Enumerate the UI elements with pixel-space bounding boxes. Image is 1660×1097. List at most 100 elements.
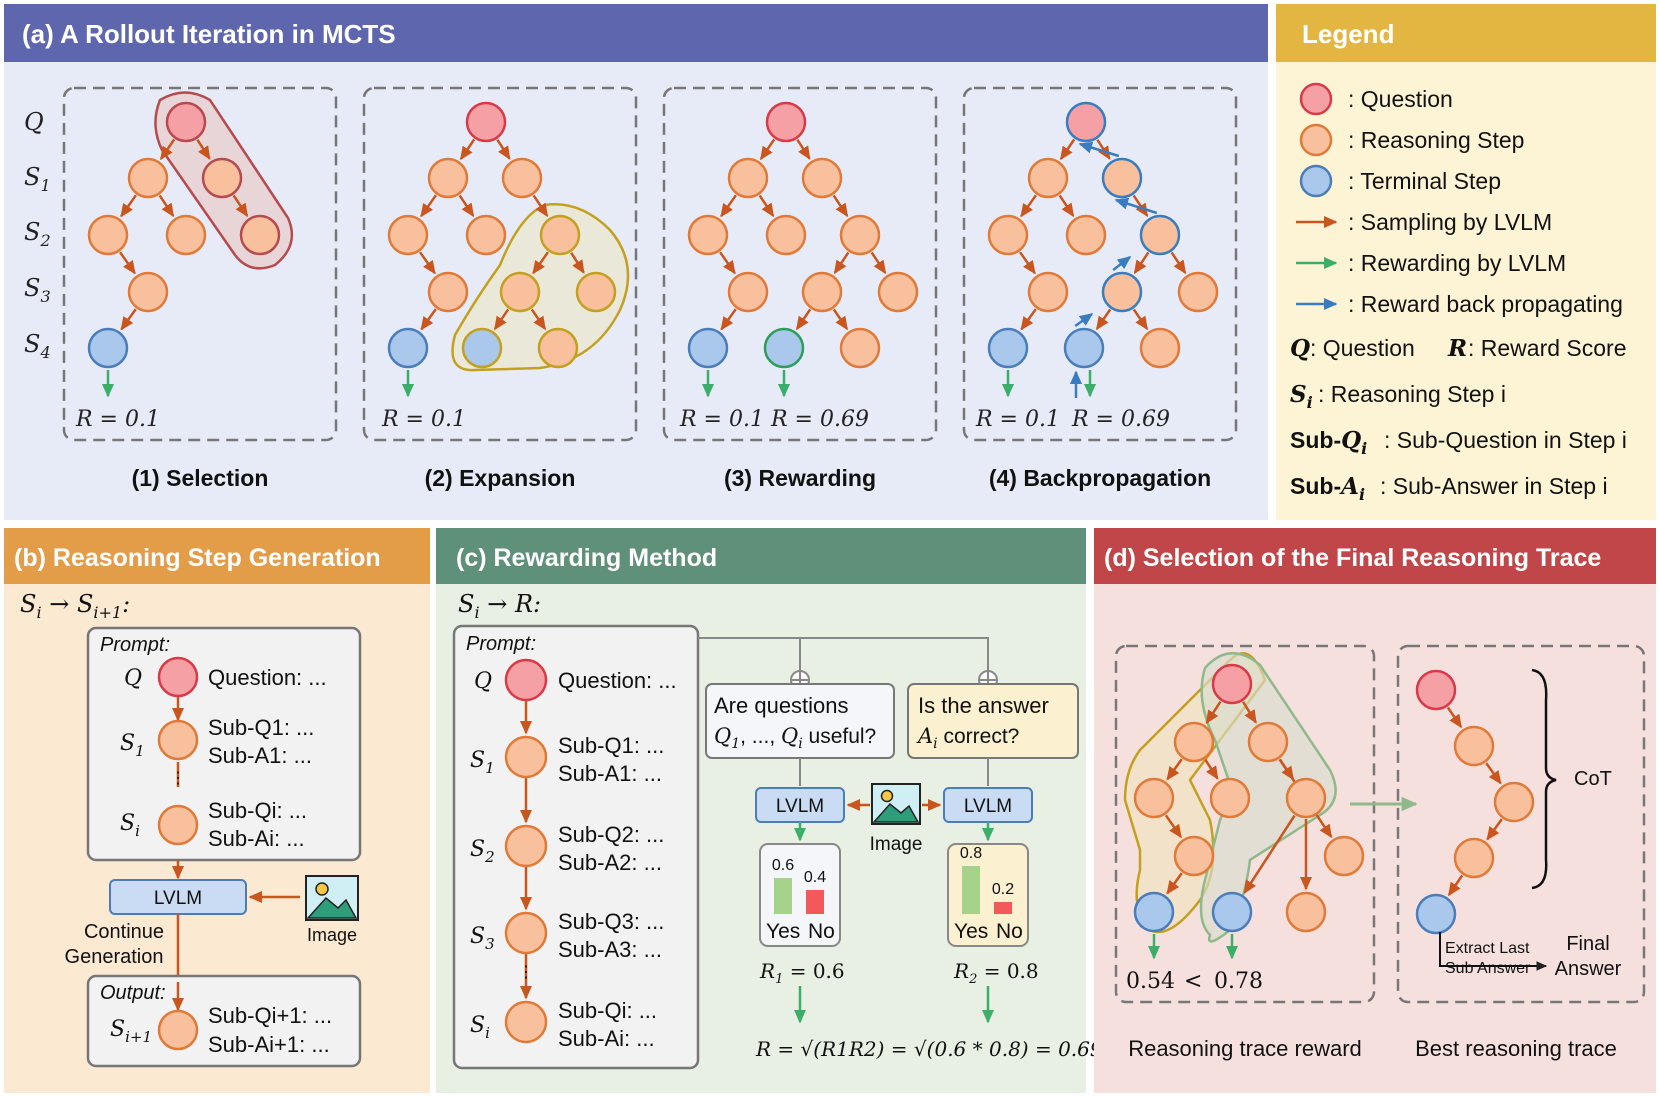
tree-node <box>801 271 843 313</box>
lvlm-label-c-right: LVLM <box>964 796 1012 817</box>
output-subq: Sub-Qi+1: ... <box>208 1003 332 1028</box>
best-trace-edge <box>1447 874 1464 897</box>
rewarding-box <box>662 86 938 442</box>
tree-node <box>1065 101 1107 143</box>
tree-node <box>537 327 579 369</box>
no-bar <box>806 890 824 914</box>
chain-node <box>504 824 548 868</box>
trace-node <box>1173 721 1215 763</box>
tree-edge <box>832 308 849 331</box>
backpropagation-box <box>962 86 1238 442</box>
chain-suba-text: Sub-A1: ... <box>558 761 662 786</box>
yes-bar <box>962 866 980 914</box>
no-label-left: No <box>808 920 835 943</box>
tree-node <box>201 157 243 199</box>
tree-edge <box>1132 308 1149 331</box>
tree-edge <box>459 138 476 161</box>
panel-c-header <box>436 528 1086 584</box>
trace-node <box>1247 721 1289 763</box>
image-label-c: Image <box>870 834 923 855</box>
chain-subq-text: Sub-Q2: ... <box>558 822 664 847</box>
legend-subq-definition: : Sub-Question in Step i <box>1384 427 1627 453</box>
question-useful-line2: Q1, ..., Qi useful? <box>714 724 876 752</box>
chain-node <box>504 735 548 779</box>
tree-node <box>1063 327 1105 369</box>
best-trace-edge <box>1486 818 1503 841</box>
tree-node <box>427 157 469 199</box>
question-correct-line2: Ai correct? <box>916 724 1019 752</box>
trace-reward-box <box>1114 644 1376 1004</box>
level-label-q: Q <box>24 108 44 136</box>
trace-edge <box>1242 701 1257 724</box>
legend-s-definition: : Reasoning Step i <box>1318 381 1506 407</box>
panel-a-header <box>4 4 1268 62</box>
panel-a-background <box>4 4 1268 520</box>
tree-node <box>987 327 1029 369</box>
prompt-label: Prompt: <box>100 634 170 656</box>
image-icon-c <box>871 783 921 825</box>
lvlm-label-c-left: LVLM <box>776 796 824 817</box>
tree-node <box>239 214 281 256</box>
legend-item-question: : Question <box>1348 86 1453 112</box>
probability-bars: 0.60.40.80.2 <box>772 845 1014 914</box>
backprop-reward-2: R = 0.69 <box>1071 407 1170 432</box>
tree-edge <box>120 194 137 218</box>
yes-bar <box>774 878 792 914</box>
tree-node <box>427 271 469 313</box>
trace-node <box>1133 891 1175 933</box>
chain-suba-text: Sub-A3: ... <box>558 937 662 962</box>
tree-node <box>1139 214 1181 256</box>
best-trace-node <box>1415 669 1457 711</box>
less-than-sign: < <box>1184 969 1202 994</box>
panel-reasoning-step-generation: (b) Reasoning Step Generation Si → Si+1:… <box>4 528 430 1093</box>
trace-node <box>1285 777 1327 819</box>
backprop-arrow <box>1114 197 1158 215</box>
tree-node <box>127 157 169 199</box>
best-trace-edge <box>1446 706 1463 729</box>
trace-node <box>1285 891 1327 933</box>
tree-node <box>539 214 581 256</box>
tree-node <box>763 327 805 369</box>
trace-score-left: 0.54 <box>1126 969 1175 994</box>
tree-edge <box>196 138 211 160</box>
legend-suba-definition: : Sub-Answer in Step i <box>1380 473 1608 499</box>
backprop-arrow <box>1112 256 1132 271</box>
tree-edge <box>570 252 585 274</box>
chain-question-text: Question: ... <box>558 668 677 693</box>
legend-title: Legend <box>1302 19 1394 49</box>
continue-generation-line2: Generation <box>65 946 164 968</box>
tree-edge <box>1058 194 1075 218</box>
trace-node <box>1173 835 1215 877</box>
tree-node <box>1065 214 1107 256</box>
legend-panel: Legend : Question : Reasoning Step : Ter… <box>1276 4 1656 520</box>
tree-node <box>877 271 919 313</box>
selection-box <box>62 86 338 442</box>
tree-edge <box>420 194 437 218</box>
prompt-box <box>86 626 362 862</box>
panel-b-header <box>4 528 430 584</box>
output-node <box>157 1009 199 1051</box>
prompt-s1-subq: Sub-Q1: ... <box>208 715 314 740</box>
tree-node <box>461 327 503 369</box>
legend-item-rewarding: : Rewarding by LVLM <box>1348 250 1566 276</box>
tree-edge <box>758 194 775 218</box>
output-suba: Sub-Ai+1: ... <box>208 1032 330 1057</box>
tree-expansion <box>387 101 617 398</box>
chain-q-label: Q <box>474 669 492 694</box>
caption-best-trace: Best reasoning trace <box>1415 1036 1617 1061</box>
expansion-label: (2) Expansion <box>425 465 576 491</box>
tree-node <box>465 214 507 256</box>
tree-edge <box>1020 194 1037 218</box>
rewarding-reward-1: R = 0.1 <box>679 407 764 432</box>
tree-selection <box>87 101 281 398</box>
output-si1-label: Si+1 <box>110 1017 152 1046</box>
probability-box-left <box>759 843 841 947</box>
tree-edge <box>1019 251 1036 275</box>
tree-edge <box>720 194 737 218</box>
tree-edge <box>796 138 811 160</box>
legend-r-symbol: R <box>1447 335 1467 362</box>
tree-edge <box>530 308 547 331</box>
prompt-box-c <box>452 624 700 1070</box>
prompt-s1-node <box>157 719 199 761</box>
prompt-ellipsis: ⋮ <box>170 770 186 787</box>
